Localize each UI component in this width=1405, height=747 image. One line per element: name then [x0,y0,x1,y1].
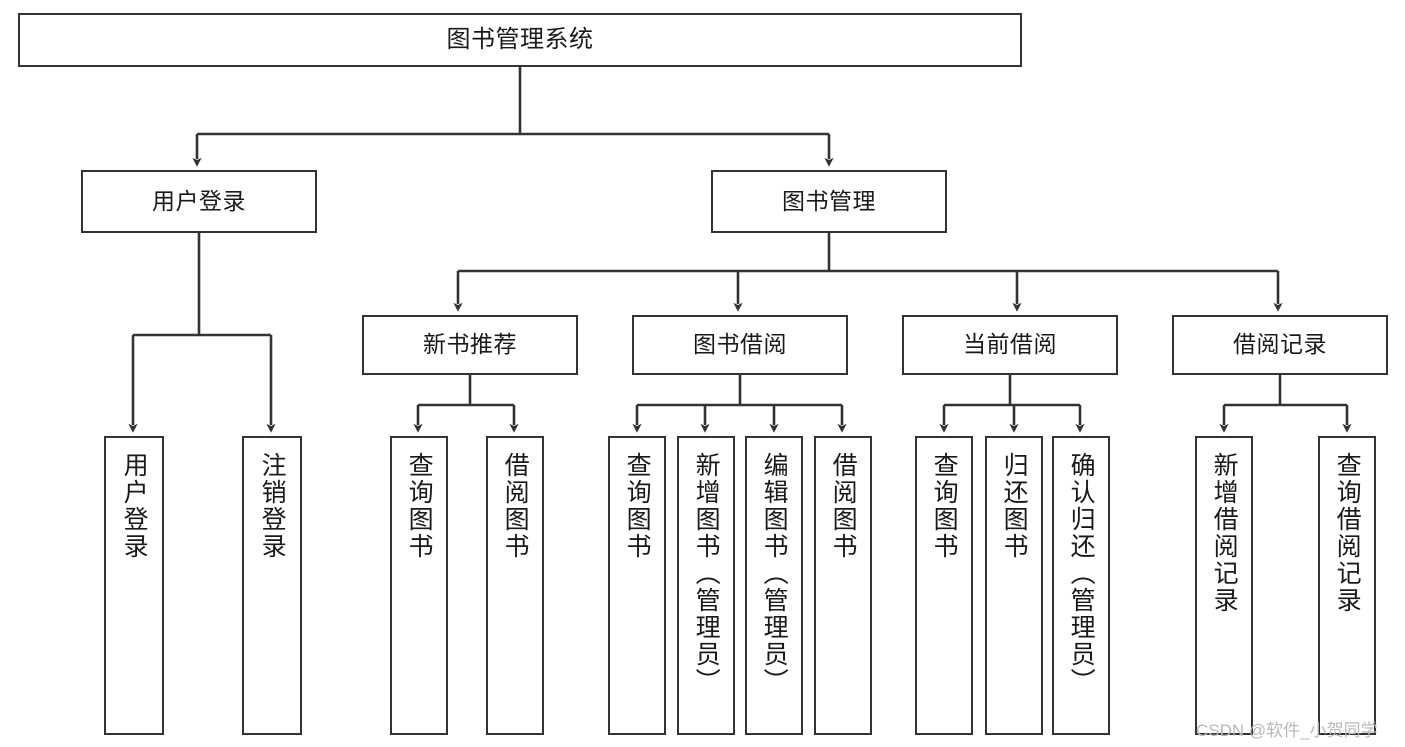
node-label: 查询图书 [623,452,652,560]
node-label: 借阅记录 [1233,331,1327,358]
node-leaf-add-record[interactable]: 新增借阅记录 [1195,436,1253,735]
node-leaf-borrow-book-1[interactable]: 借阅图书 [486,436,544,735]
node-leaf-query-book-1[interactable]: 查询图书 [390,436,448,735]
node-label: 查询借阅记录 [1333,452,1362,614]
node-book-borrow[interactable]: 图书借阅 [632,315,848,375]
node-leaf-edit-book[interactable]: 编辑图书（管理员） [745,436,803,735]
node-leaf-return-book[interactable]: 归还图书 [985,436,1043,735]
node-current-borrow[interactable]: 当前借阅 [902,315,1118,375]
node-leaf-confirm-return[interactable]: 确认归还（管理员） [1052,436,1110,735]
node-leaf-query-book-3[interactable]: 查询图书 [915,436,973,735]
node-label: 新增图书（管理员） [692,452,721,695]
node-label: 图书管理系统 [446,25,594,53]
node-label: 新增借阅记录 [1210,452,1239,614]
node-label: 图书借阅 [693,331,787,358]
node-leaf-user-logout[interactable]: 注销登录 [242,436,302,735]
node-new-book-recommend[interactable]: 新书推荐 [362,315,578,375]
node-leaf-add-book[interactable]: 新增图书（管理员） [677,436,735,735]
csdn-watermark: CSDN @软件_小贺同学 [1196,721,1378,740]
node-label: 查询图书 [405,452,434,560]
node-label: 注销登录 [258,452,287,560]
node-label: 用户登录 [120,452,149,560]
node-label: 确认归还（管理员） [1067,452,1096,695]
node-label: 归还图书 [1000,452,1029,560]
node-label: 借阅图书 [501,452,530,560]
node-label: 图书管理 [782,187,876,214]
node-book-manage[interactable]: 图书管理 [711,170,947,233]
node-label: 用户登录 [152,187,246,214]
node-label: 查询图书 [930,452,959,560]
node-label: 借阅图书 [829,452,858,560]
node-root[interactable]: 图书管理系统 [18,13,1022,67]
node-user-login[interactable]: 用户登录 [81,170,317,233]
node-label: 编辑图书（管理员） [760,452,789,695]
node-borrow-record[interactable]: 借阅记录 [1172,315,1388,375]
node-leaf-query-book-2[interactable]: 查询图书 [608,436,666,735]
node-leaf-user-login[interactable]: 用户登录 [104,436,164,735]
node-label: 新书推荐 [423,331,517,358]
node-leaf-query-record[interactable]: 查询借阅记录 [1318,436,1376,735]
node-label: 当前借阅 [963,331,1057,358]
node-leaf-borrow-book-2[interactable]: 借阅图书 [814,436,872,735]
